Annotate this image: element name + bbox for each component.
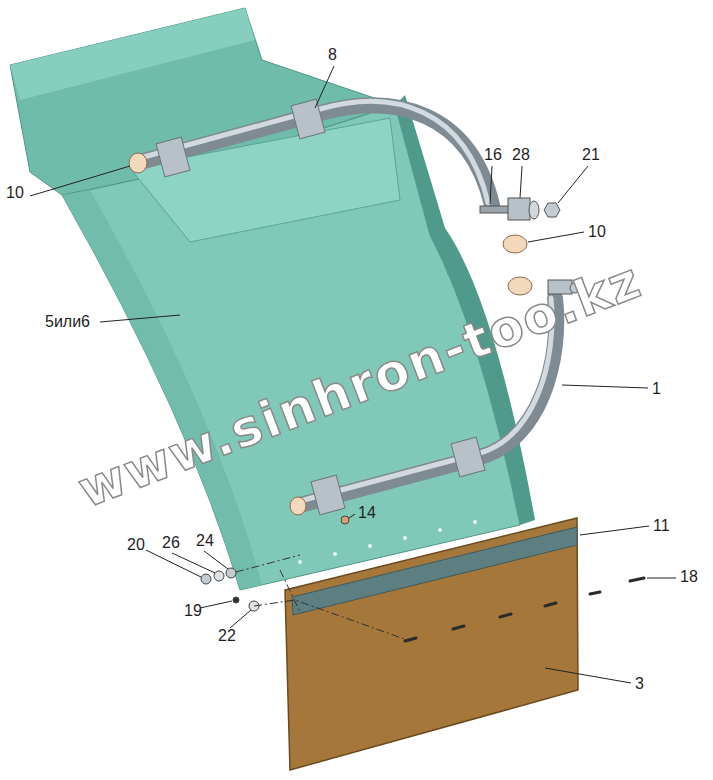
callout-number: 10 <box>6 185 24 201</box>
callout-number: 11 <box>653 518 670 534</box>
bolts <box>405 578 644 641</box>
callout-number: 24 <box>196 533 214 549</box>
callout-number: 8 <box>328 47 337 63</box>
fender-top-lip <box>10 8 255 100</box>
leader-lines <box>30 66 676 683</box>
callout-number: 22 <box>218 628 236 644</box>
callout-number: 3 <box>635 676 644 692</box>
callout-number: 10 <box>588 224 606 240</box>
callout-number: 5или6 <box>45 314 90 330</box>
fender-edge <box>62 190 262 590</box>
callout-number: 26 <box>162 535 180 551</box>
callout-number: 21 <box>582 147 600 163</box>
clamp-strip <box>292 527 577 615</box>
mudflap <box>285 518 578 770</box>
callout-number: 18 <box>680 569 698 585</box>
callout-number: 16 <box>484 147 502 163</box>
callout-number: 14 <box>358 505 376 521</box>
callout-number: 20 <box>127 537 145 553</box>
callout-number: 28 <box>512 147 530 163</box>
assembly-lines <box>236 555 410 641</box>
fasteners <box>201 516 349 611</box>
mount-plate <box>130 118 400 242</box>
callout-number: 1 <box>652 381 661 397</box>
callout-number: 19 <box>184 603 202 619</box>
